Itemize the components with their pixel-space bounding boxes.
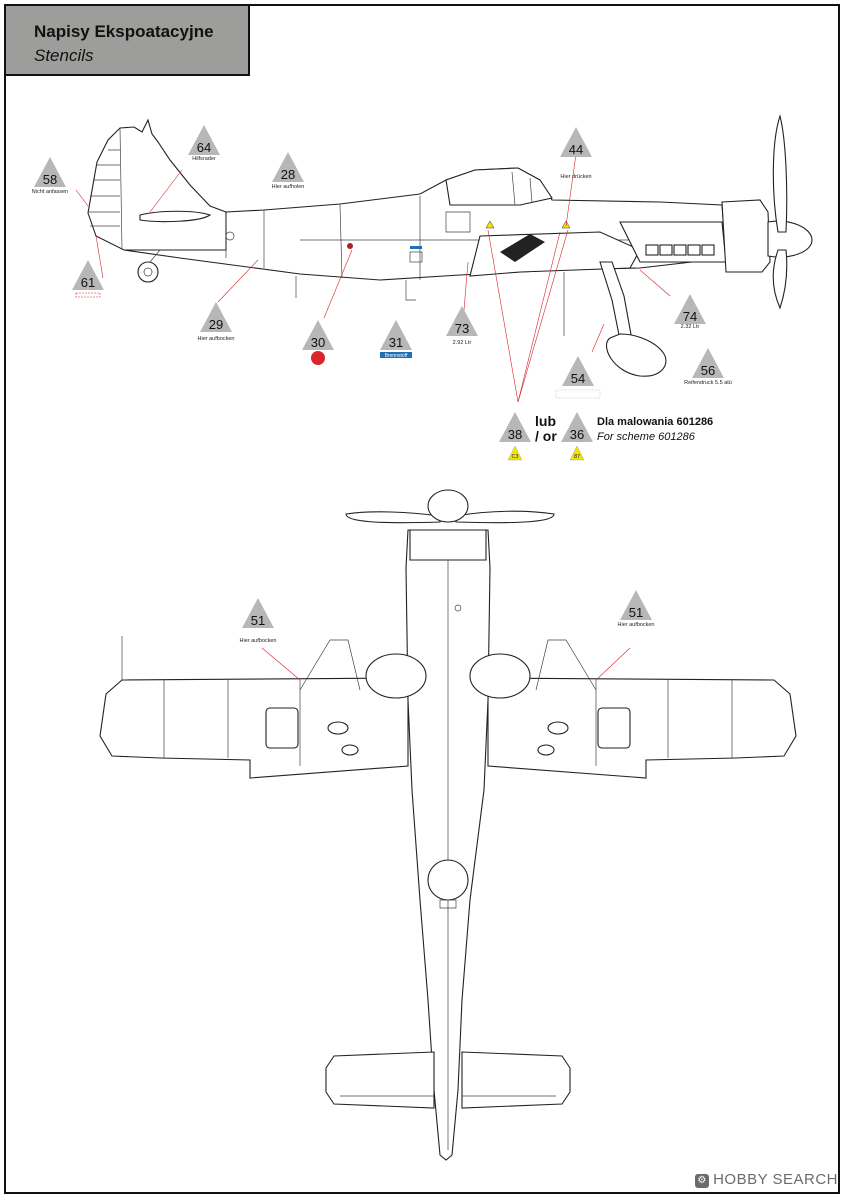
svg-text:Nicht anfassen: Nicht anfassen (32, 189, 68, 195)
svg-text:Hier drücken: Hier drücken (560, 174, 591, 180)
svg-text:74: 74 (683, 309, 697, 324)
marker-74: 74 2.32 Ltr (674, 294, 706, 330)
scheme-subtitle: For scheme 601286 (597, 431, 695, 443)
svg-text:31: 31 (389, 335, 403, 350)
marker-73: 73 2.92 Ltr (446, 306, 478, 346)
svg-text:51: 51 (629, 605, 643, 620)
page-title: Napisy Ekspoatacyjne (34, 22, 214, 41)
top-leader-lines (261, 647, 631, 681)
marker-56: 56 Reifendruck 5.5 atü (684, 348, 732, 386)
svg-text:2.32 Ltr: 2.32 Ltr (681, 324, 700, 330)
lub-text: lub (535, 413, 556, 429)
marker-51-right: 51 Hier aufbocken (618, 590, 655, 628)
page-frame (4, 4, 840, 1194)
or-text: / or (535, 428, 557, 444)
marker-36: 36 87 (561, 412, 593, 461)
svg-text:28: 28 (281, 167, 295, 182)
marker-44: 44 Hier drücken (560, 127, 592, 180)
marker-30: 30 (302, 320, 334, 365)
svg-text:Hier aufbocken: Hier aufbocken (198, 336, 235, 342)
svg-text:58: 58 (43, 172, 57, 187)
svg-text:51: 51 (251, 613, 265, 628)
svg-text:54: 54 (571, 371, 585, 386)
marker-61: 61 (72, 260, 104, 298)
watermark: ⚙HOBBY SEARCH (695, 1171, 838, 1188)
svg-text:Hier aufbocken: Hier aufbocken (240, 638, 277, 644)
svg-text:36: 36 (570, 427, 584, 442)
marker-38: 38 C3 (499, 412, 531, 461)
svg-text:73: 73 (455, 321, 469, 336)
lub-or-label: lub / or (535, 414, 557, 444)
svg-text:Reifendruck 5.5 atü: Reifendruck 5.5 atü (684, 380, 732, 386)
svg-text:29: 29 (209, 317, 223, 332)
marker-31: 31 Brennstoff (380, 320, 412, 359)
svg-text:Brennstoff: Brennstoff (385, 353, 408, 359)
svg-text:Hilfsrader: Hilfsrader (192, 156, 216, 162)
svg-text:87: 87 (574, 454, 580, 460)
svg-text:61: 61 (81, 275, 95, 290)
side-view-aircraft (87, 114, 813, 377)
marker-51-left: 51 Hier aufbocken (240, 598, 277, 644)
marker-58: 58 Nicht anfassen (32, 157, 68, 195)
marker-28: 28 Hier aufholen (272, 152, 305, 190)
marker-29: 29 Hier aufbocken (198, 302, 235, 342)
svg-text:Hier aufholen: Hier aufholen (272, 184, 305, 190)
hobby-search-logo-icon: ⚙ (695, 1174, 710, 1188)
svg-text:C3: C3 (511, 454, 518, 460)
watermark-text: HOBBY SEARCH (713, 1171, 838, 1188)
svg-text:56: 56 (701, 363, 715, 378)
marker-54: 54 (555, 356, 601, 399)
scheme-title: Dla malowania 601286 (597, 416, 714, 428)
svg-text:64: 64 (197, 140, 211, 155)
page-subtitle: Stencils (34, 46, 94, 65)
top-view-aircraft (99, 489, 797, 1161)
side-leader-lines (75, 153, 671, 403)
svg-text:38: 38 (508, 427, 522, 442)
title-box: Napisy Ekspoatacyjne Stencils (4, 4, 250, 76)
svg-text:2.92 Ltr: 2.92 Ltr (453, 340, 472, 346)
svg-text:Hier aufbocken: Hier aufbocken (618, 622, 655, 628)
svg-text:30: 30 (311, 335, 325, 350)
marker-64: 64 Hilfsrader (188, 125, 220, 162)
svg-text:44: 44 (569, 142, 583, 157)
